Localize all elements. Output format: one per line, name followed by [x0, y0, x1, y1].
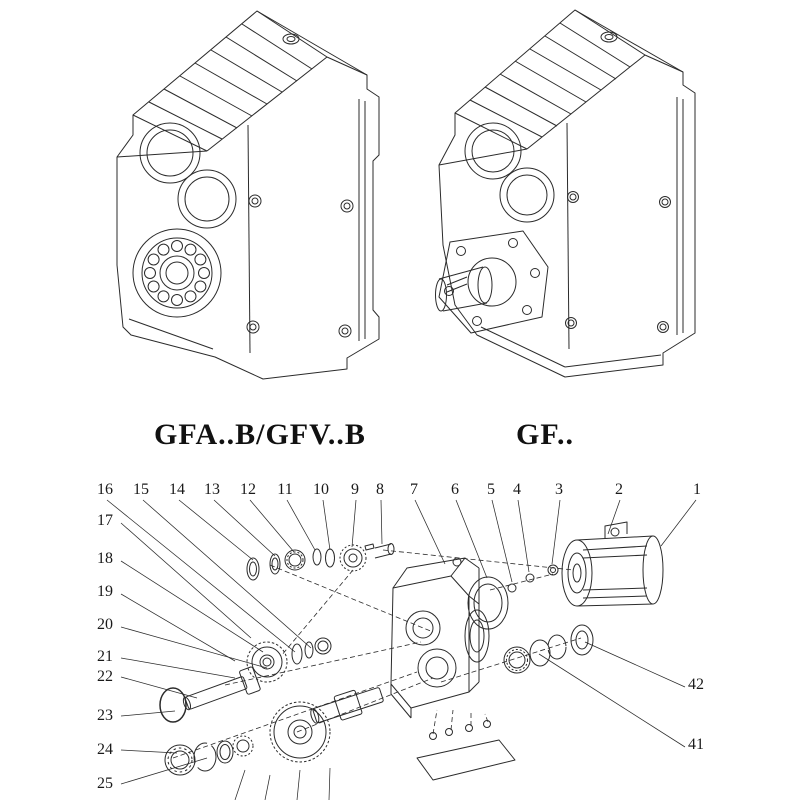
- seal-ring: [159, 687, 187, 723]
- corner-holes: [565, 191, 671, 333]
- housing-outline: [116, 10, 380, 380]
- part-number-5: 5: [487, 481, 495, 498]
- output-gear: [269, 701, 331, 763]
- assembly-axes: [172, 549, 582, 759]
- corner-holes: [246, 194, 354, 338]
- part-number-10: 10: [313, 481, 329, 498]
- output-shaft: [310, 687, 384, 724]
- part-number-20: 20: [97, 616, 113, 633]
- gearbox-right-drawing: [435, 9, 696, 378]
- part-number-13: 13: [204, 481, 220, 498]
- gearbox-figure-left: [95, 5, 395, 390]
- part-number-25: 25: [97, 775, 113, 792]
- model-label-right: GF..: [516, 418, 574, 451]
- part-number-17: 17: [97, 512, 113, 529]
- part-number-7: 7: [410, 481, 418, 498]
- mounting-flange: [438, 230, 549, 334]
- part-number-14: 14: [169, 481, 185, 498]
- part-number-11: 11: [277, 481, 293, 498]
- part-number-9: 9: [351, 481, 359, 498]
- top-ribs: [454, 9, 684, 150]
- part-number-3: 3: [555, 481, 563, 498]
- cropped-leader-lines: [234, 767, 331, 800]
- small-fasteners: [507, 564, 559, 593]
- output-shaft: [435, 266, 493, 312]
- oil-plug: [282, 33, 300, 45]
- part-number-42: 42: [688, 676, 704, 693]
- inspection-covers: [464, 122, 555, 223]
- output-bearing: [132, 228, 222, 318]
- gasket: [467, 576, 509, 630]
- part-number-19: 19: [97, 583, 113, 600]
- intermediate-gear-cluster: [246, 637, 332, 683]
- gearbox-figure-right: [415, 5, 715, 385]
- exploded-view: 16 15 14 13 12 11 10 9 8 7 6 5 4 3 2 1 1…: [85, 470, 715, 800]
- output-bearing-parts: [164, 735, 254, 776]
- part-number-12: 12: [240, 481, 256, 498]
- part-number-15: 15: [133, 481, 149, 498]
- part-number-21: 21: [97, 648, 113, 665]
- part-number-16: 16: [97, 481, 113, 498]
- lifting-eye: [610, 527, 620, 537]
- top-ribs: [132, 10, 368, 152]
- part-number-6: 6: [451, 481, 459, 498]
- right-bearing-rings: [503, 624, 594, 674]
- part-number-18: 18: [97, 550, 113, 567]
- exploded-view-drawing: [106, 499, 697, 800]
- leader-lines: [106, 499, 697, 785]
- input-shaft-parts: [246, 543, 395, 581]
- part-number-2: 2: [615, 481, 623, 498]
- motor: [561, 521, 664, 607]
- part-number-41: 41: [688, 736, 704, 753]
- cover-plate: [416, 720, 516, 781]
- part-number-22: 22: [97, 668, 113, 685]
- housing-outline: [438, 9, 696, 378]
- model-label-left: GFA..B/GFV..B: [154, 418, 366, 451]
- part-number-8: 8: [376, 481, 384, 498]
- gear-housing: [390, 557, 490, 719]
- part-number-4: 4: [513, 481, 521, 498]
- input-pinion-shaft: [182, 666, 261, 711]
- gearbox-left-drawing: [116, 10, 380, 380]
- part-number-24: 24: [97, 741, 113, 758]
- inspection-covers: [139, 122, 237, 229]
- part-number-1: 1: [693, 481, 701, 498]
- part-number-23: 23: [97, 707, 113, 724]
- oil-plug: [600, 31, 618, 43]
